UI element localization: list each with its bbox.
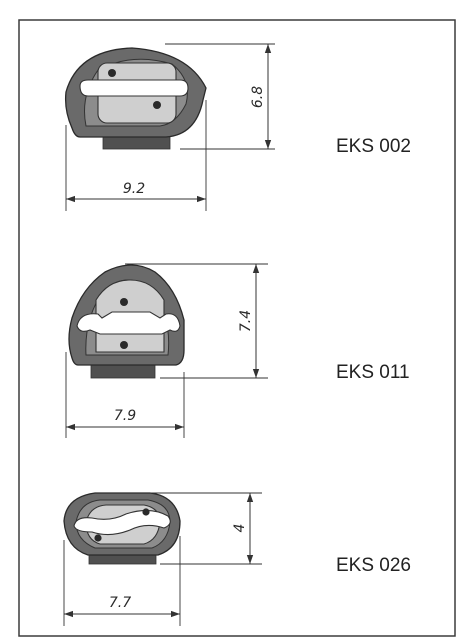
key-pin: [120, 298, 128, 306]
width-value: 7.7: [109, 595, 131, 611]
height-value: 6.8: [250, 86, 266, 108]
key-pin: [94, 534, 102, 542]
key-pin: [108, 69, 116, 77]
key-pin: [120, 341, 128, 349]
width-value: 7.9: [114, 408, 136, 424]
height-value: 7.4: [238, 310, 254, 332]
key-slot: [73, 509, 171, 536]
key-pin: [153, 101, 161, 109]
key-slot: [79, 79, 189, 97]
profile-eks-026: 4 7.7 EKS 026: [63, 492, 411, 626]
key-pin: [142, 508, 150, 516]
key-slot: [76, 311, 181, 335]
width-value: 9.2: [123, 181, 145, 197]
height-value: 4: [232, 524, 248, 533]
profile-eks-002: 6.8 9.2 EKS 002: [64, 43, 411, 211]
model-label: EKS 002: [336, 136, 411, 157]
diagram-frame: [18, 19, 456, 637]
model-label: EKS 026: [336, 555, 411, 576]
profile-eks-011: 7.4 7.9 EKS 011: [65, 263, 410, 438]
model-label: EKS 011: [336, 362, 410, 383]
